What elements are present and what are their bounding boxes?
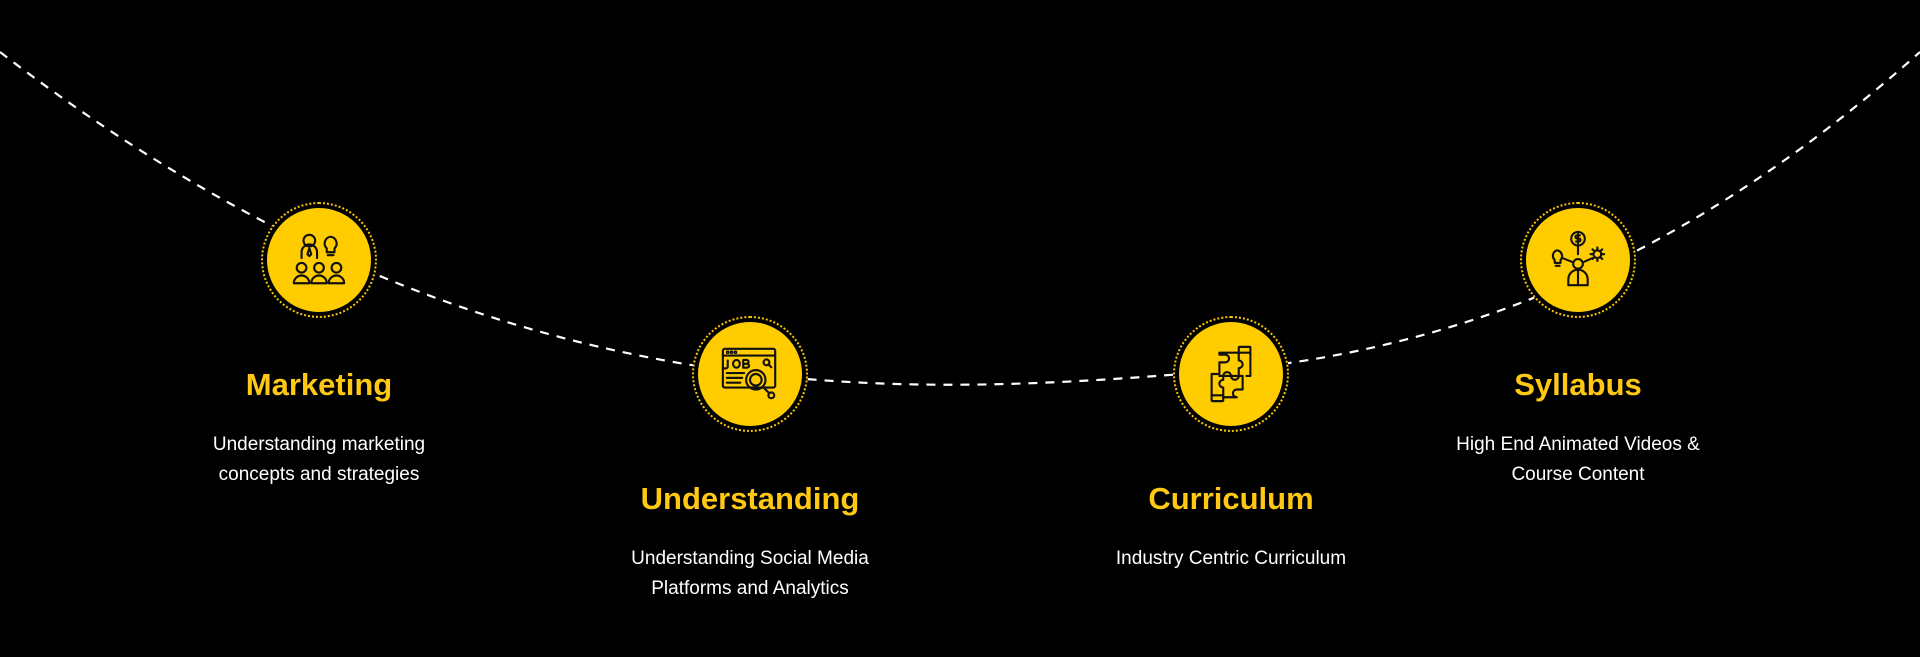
step-description: Understanding marketing concepts and str… <box>212 434 426 486</box>
step-title: Understanding <box>640 481 860 516</box>
business-ideas-icon <box>1551 230 1606 287</box>
step-title: Curriculum <box>1148 481 1314 516</box>
step-title: Marketing <box>245 367 393 402</box>
icon-badge <box>692 316 808 432</box>
step-understanding: Understanding Understanding Social Media… <box>590 316 910 604</box>
step-title: Syllabus <box>1514 367 1642 402</box>
step-syllabus: Syllabus High End Animated Videos & Cour… <box>1418 202 1738 490</box>
step-description: Industry Centric Curriculum <box>1115 548 1347 570</box>
step-marketing: Marketing Understanding marketing concep… <box>159 202 479 490</box>
job-search-icon <box>721 347 777 400</box>
icon-badge <box>261 202 377 318</box>
icon-badge <box>1173 316 1289 432</box>
step-description: Understanding Social Media Platforms and… <box>631 548 869 600</box>
step-description: High End Animated Videos & Course Conten… <box>1456 434 1700 486</box>
handshake-puzzle-icon <box>1210 345 1252 403</box>
team-presentation-icon <box>292 233 346 285</box>
icon-badge <box>1520 202 1636 318</box>
step-curriculum: Curriculum Industry Centric Curriculum <box>1071 316 1391 574</box>
